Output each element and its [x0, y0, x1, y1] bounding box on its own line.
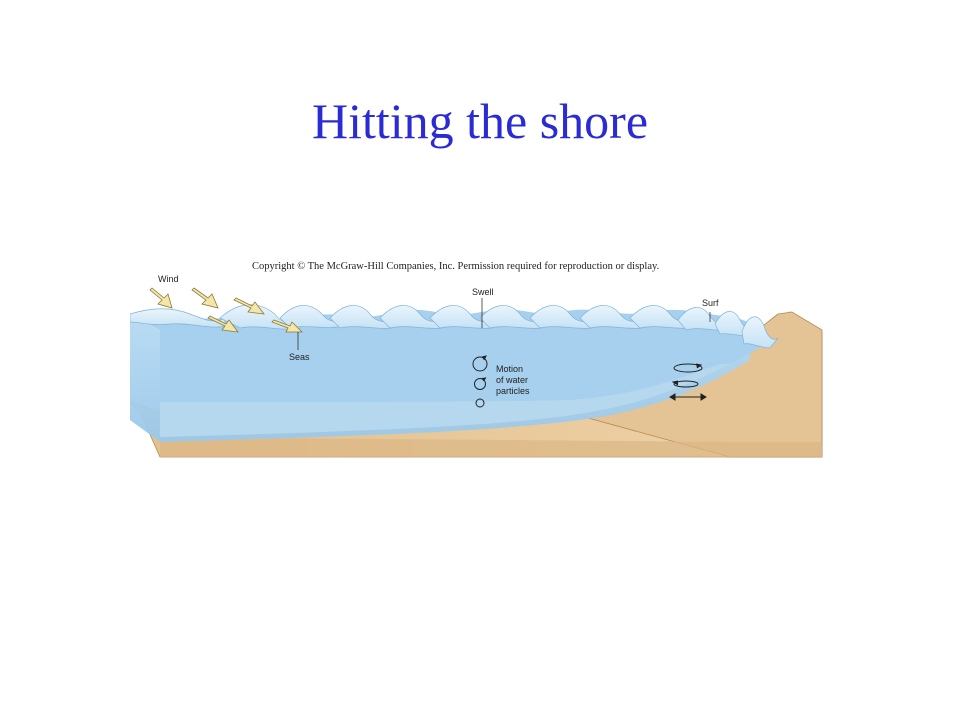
wind-arrow-icon — [207, 315, 239, 333]
particle-orbits — [472, 355, 488, 408]
wave-crests — [130, 304, 779, 349]
motion-label-line3: particles — [496, 386, 530, 396]
surf-label: Surf — [702, 298, 719, 308]
swell-label: Swell — [472, 287, 494, 297]
wind-label: Wind — [158, 274, 179, 284]
wind-arrow-icon — [233, 297, 265, 315]
slide-title: Hitting the shore — [311, 93, 649, 149]
copyright-notice: Copyright © The McGraw-Hill Companies, I… — [252, 261, 660, 272]
wind-arrow-icon — [271, 319, 303, 333]
motion-label-line2: of water — [496, 375, 528, 385]
motion-label-line1: Motion — [496, 364, 523, 374]
wave-diagram: Wind Swell Surf Seas Motion of water par… — [130, 252, 830, 462]
shallow-orbits — [669, 363, 707, 401]
seas-label: Seas — [289, 352, 310, 362]
wind-arrow-icon — [149, 287, 173, 309]
wind-arrow-icon — [191, 287, 219, 309]
wind-arrows — [149, 287, 303, 333]
sand-front-face — [160, 437, 822, 457]
